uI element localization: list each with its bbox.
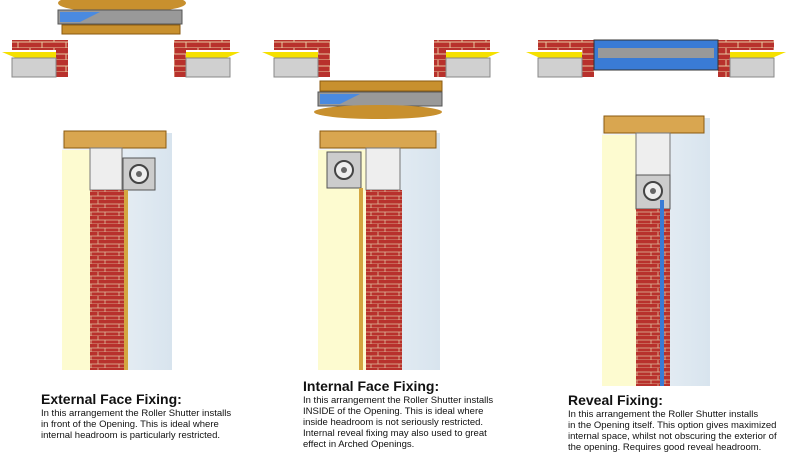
caption-line: in front of the Opening. This is ideal w… <box>41 419 219 430</box>
external-plan-view <box>2 0 240 78</box>
reveal-caption: Reveal Fixing: In this arrangement the R… <box>568 393 777 453</box>
caption-title: Reveal Fixing: <box>568 392 663 408</box>
caption-line: In this arrangement the Roller Shutter i… <box>41 408 232 419</box>
caption-line: internal space, whilst not obscuring the… <box>568 431 777 442</box>
internal-section-view <box>318 130 440 370</box>
caption-line: effect in Arched Openings. <box>303 439 415 450</box>
reveal-plan-view <box>526 39 786 78</box>
internal-face-caption: Internal Face Fixing: In this arrangemen… <box>303 378 493 451</box>
caption-line: Internal reveal fixing may also used to … <box>303 428 487 439</box>
caption-line: In this arrangement the Roller Shutter i… <box>568 409 759 420</box>
caption-text: In this arrangement the Roller Shutter i… <box>41 408 231 441</box>
caption-line: the opening. Requires good reveal headro… <box>568 442 762 453</box>
caption-title: External Face Fixing: <box>41 391 182 407</box>
reveal-section-view <box>602 115 710 386</box>
caption-text: In this arrangement the Roller Shutter i… <box>303 395 493 450</box>
external-face-caption: External Face Fixing: In this arrangemen… <box>41 391 231 442</box>
caption-title: Internal Face Fixing: <box>303 378 440 394</box>
caption-line: INSIDE of the Opening. This is ideal whe… <box>303 406 484 417</box>
caption-line: in the Opening itself. This option gives… <box>568 420 777 431</box>
caption-line: internal headroom is particularly restri… <box>41 430 220 441</box>
caption-line: inside headroom is not seriously restric… <box>303 417 484 428</box>
caption-text: In this arrangement the Roller Shutter i… <box>568 409 777 453</box>
caption-line: In this arrangement the Roller Shutter i… <box>303 395 494 406</box>
external-section-view <box>62 130 172 370</box>
internal-plan-view <box>262 40 500 119</box>
